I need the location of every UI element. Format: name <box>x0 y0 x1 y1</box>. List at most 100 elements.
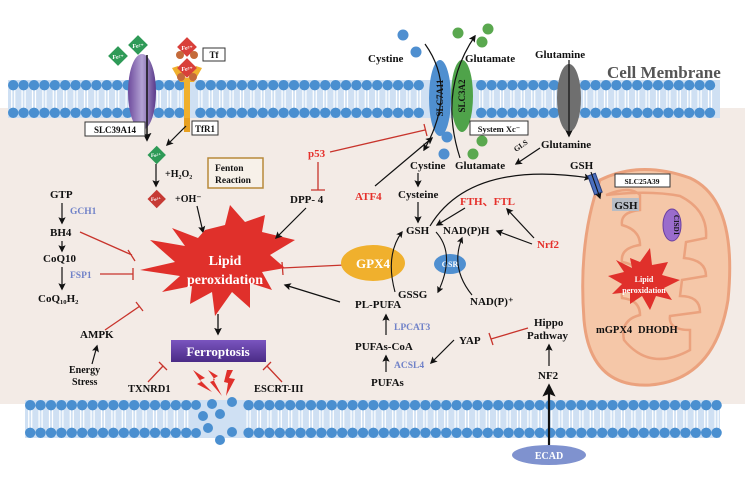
escrt-inhibits-ferroptosis <box>262 361 283 383</box>
atf4-label: ATF4 <box>355 191 382 203</box>
tfr1-label-box: TfR1 <box>191 120 219 136</box>
cysteine-label: Cysteine <box>398 189 438 201</box>
cisd1-protein: CISD1 <box>662 208 682 242</box>
dhodh-label: DHODH <box>638 325 678 336</box>
tf-fe3-complex-1: Fe³⁺ <box>176 37 198 59</box>
top-cell-membrane <box>8 80 720 119</box>
nrf2-label: Nrf2 <box>537 239 559 251</box>
slc3a2-transporter: SLC3A2 <box>451 60 473 132</box>
svg-text:Fe³⁺: Fe³⁺ <box>151 197 161 203</box>
bottom-cell-membrane <box>25 397 722 445</box>
dpp4-to-lipid-arrow <box>274 207 307 240</box>
mgpx4-label: mGPX4 <box>596 325 633 336</box>
energy-stress-label-1: Energy <box>69 365 100 376</box>
glutamine-inside-label: Glutamine <box>541 139 591 151</box>
yap-to-acsl4-arrow <box>429 339 455 365</box>
svg-text:GPX4: GPX4 <box>356 256 390 271</box>
energy-to-ampk-arrow <box>91 344 99 365</box>
hippo-inhibits-yap <box>488 327 529 346</box>
nrf2-to-nadph-arrow <box>495 229 533 245</box>
slc25a39-transporter <box>587 171 603 200</box>
mito-gsh-inside: GSH <box>612 198 639 212</box>
svg-text:Fe²⁺: Fe²⁺ <box>112 55 123 61</box>
fe2-ion-outside-1: Fe²⁺ <box>108 46 128 66</box>
svg-text:ECAD: ECAD <box>535 451 563 462</box>
svg-text:SLC3A2: SLC3A2 <box>457 79 467 113</box>
p53-inhibits-slc7a11 <box>329 123 428 153</box>
bh4-inhibits-lipid <box>79 231 136 262</box>
p53-inhibits-dpp4 <box>311 162 325 191</box>
slc7a11-transporter: SLC7A11 <box>429 60 451 136</box>
coq10h2-label: CoQ₁₀H₂ <box>38 293 79 305</box>
glutamate-outside-label: Glutamate <box>465 53 515 65</box>
glutamate-inside-label: Glutamate <box>455 160 505 172</box>
svg-text:SLC7A11: SLC7A11 <box>435 79 445 117</box>
svg-text:Fe³⁺: Fe³⁺ <box>181 67 192 73</box>
nadph-label: NAD(P)H <box>443 225 490 237</box>
fsp1-label: FSP1 <box>70 271 92 281</box>
h2o2-label: +H₂O₂ <box>165 169 192 180</box>
mito-gsh-outside-label: GSH <box>570 160 594 172</box>
gpx4-enzyme: GPX4 <box>341 245 405 281</box>
p53-label: p53 <box>308 148 326 160</box>
txnrd1-label: TXNRD1 <box>128 384 171 395</box>
oh-label: +OH⁻ <box>175 194 202 205</box>
energy-stress-label-2: Stress <box>72 377 97 388</box>
cystine-inside-label: Cystine <box>410 160 446 172</box>
txnrd1-inhibits-ferroptosis <box>147 361 168 383</box>
coq10-label: CoQ10 <box>43 253 77 265</box>
glutamate-to-mito-gsh-arc <box>429 173 592 227</box>
pufas-coa-label: PUFAs-CoA <box>355 341 413 353</box>
lpcat3-label: LPCAT3 <box>394 323 430 333</box>
lipid-peroxidation-burst: Lipid peroxidation <box>140 205 295 316</box>
nrf2-to-fth-arrow <box>506 207 535 239</box>
tf-label-box: Tf <box>202 47 226 62</box>
escrt-label: ESCRT-III <box>254 384 303 395</box>
slc25a39-label-box: SLC25A39 <box>614 173 671 188</box>
svg-text:SLC25A39: SLC25A39 <box>624 177 659 186</box>
cell-membrane-label: Cell Membrane <box>607 63 721 82</box>
atf4-to-slc7a11-arrow <box>374 137 434 187</box>
pl-pufa-label: PL-PUFA <box>355 299 401 311</box>
yap-label: YAP <box>459 335 481 347</box>
ampk-inhibits-lipid <box>104 301 144 331</box>
gssg-to-gsh-via-gpx4 <box>390 230 403 293</box>
svg-text:Fenton: Fenton <box>215 164 244 174</box>
mito-lipid-peroxidation-burst: Lipid peroxidation <box>608 248 680 310</box>
nadph-to-nadp-via-gsr <box>456 236 473 296</box>
svg-text:GSR: GSR <box>442 260 459 269</box>
svg-text:TfR1: TfR1 <box>195 124 215 134</box>
fenton-reaction-box: Fenton Reaction <box>207 157 264 189</box>
system-xc-label-box: System Xc⁻ <box>469 120 529 136</box>
svg-text:Fe²⁺: Fe²⁺ <box>151 153 161 159</box>
svg-text:peroxidation: peroxidation <box>622 286 666 295</box>
svg-text:Fe²⁺: Fe²⁺ <box>132 44 143 50</box>
glutamate-export-arc <box>451 34 476 159</box>
gch1-label: GCH1 <box>70 207 97 217</box>
cystine-molecules <box>397 29 453 160</box>
fth-ftl-label: FTH、FTL <box>460 196 515 208</box>
acsl4-label: ACSL4 <box>394 361 424 371</box>
fsp1-inhibits-lipid <box>100 268 134 280</box>
oh-to-lipid-arrow <box>196 205 206 234</box>
fe2-ion-outside-2: Fe²⁺ <box>128 35 148 55</box>
svg-text:Reaction: Reaction <box>215 176 252 186</box>
ferroptosis-box: Ferroptosis <box>171 340 266 362</box>
gsr-enzyme: GSR <box>434 254 466 274</box>
gpx4-inhibits-lipid <box>281 261 346 276</box>
gsh-label: GSH <box>406 225 430 237</box>
svg-text:peroxidation: peroxidation <box>187 273 263 288</box>
svg-text:Tf: Tf <box>210 50 220 60</box>
hippo-label-1: Hippo <box>534 317 564 329</box>
svg-text:Fe³⁺: Fe³⁺ <box>181 46 192 52</box>
svg-text:GSH: GSH <box>614 200 638 212</box>
plpufa-to-lipid-arrow <box>283 283 341 303</box>
nadp-label: NAD(P)⁺ <box>470 296 514 308</box>
glutamate-molecules <box>452 23 494 160</box>
tfr1-to-fe2-arrow <box>165 125 187 147</box>
ecad-protein: ECAD <box>512 445 586 465</box>
pufas-label: PUFAs <box>371 377 405 389</box>
slc39a14-label-box: SLC39A14 <box>84 121 146 137</box>
gls-arrow <box>514 147 541 165</box>
